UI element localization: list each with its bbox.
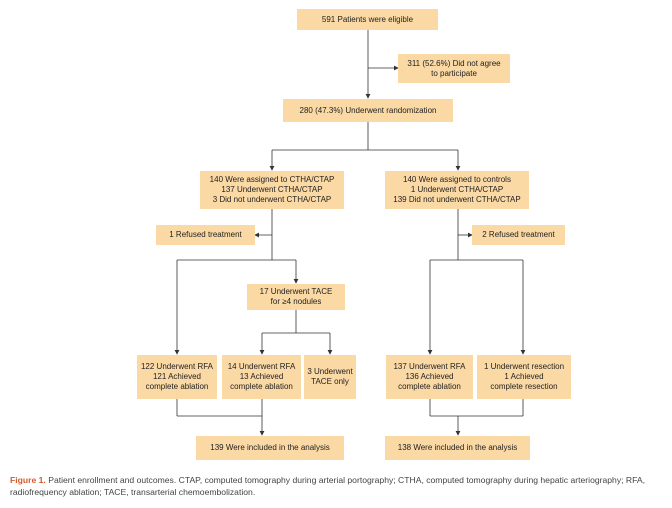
rfa-mid-box: 14 Underwent RFA 13 Achieved complete ab…	[222, 355, 301, 399]
resection-line-1: 1 Underwent resection	[483, 362, 565, 371]
ctha-arm-line-1: 140 Were assigned to CTHA/CTAP	[209, 175, 335, 184]
randomized-text: 280 (47.3%) Underwent randomization	[299, 105, 437, 115]
eligible-box: 591 Patients were eligible	[297, 9, 438, 30]
caption-label: Figure 1.	[10, 475, 46, 485]
control-arm-line-3: 139 Did not underwent CTHA/CTAP	[393, 195, 521, 204]
tace-only-line-2: TACE only	[311, 377, 349, 386]
refused-left-box: 1 Refused treatment	[156, 225, 255, 245]
caption-text: Patient enrollment and outcomes. CTAP, c…	[10, 475, 645, 497]
ctha-arm-box: 140 Were assigned to CTHA/CTAP 137 Under…	[200, 171, 344, 209]
control-arm-line-2: 1 Underwent CTHA/CTAP	[410, 185, 504, 194]
refused-left-text: 1 Refused treatment	[169, 230, 242, 239]
analysis-left-text: 139 Were included in the analysis	[210, 443, 330, 452]
rfa-right-line-1: 137 Underwent RFA	[393, 362, 466, 371]
refused-right-box: 2 Refused treatment	[472, 225, 565, 245]
randomized-box: 280 (47.3%) Underwent randomization	[283, 99, 453, 122]
analysis-right-box: 138 Were included in the analysis	[385, 436, 530, 460]
ctha-arm-line-3: 3 Did not underwent CTHA/CTAP	[212, 195, 332, 204]
declined-line-2: to participate	[431, 68, 477, 78]
ctha-arm-line-2: 137 Underwent CTHA/CTAP	[221, 185, 323, 194]
control-arm-line-1: 140 Were assigned to controls	[403, 175, 511, 184]
rfa-left-line-2: 121 Achieved	[152, 372, 202, 381]
analysis-left-box: 139 Were included in the analysis	[196, 436, 344, 460]
figure-caption: Figure 1. Patient enrollment and outcome…	[10, 474, 665, 498]
rfa-left-box: 122 Underwent RFA 121 Achieved complete …	[137, 355, 217, 399]
rfa-left-line-3: complete ablation	[145, 382, 209, 391]
tace-only-line-1: 3 Underwent	[307, 367, 353, 376]
tace-line-2: for ≥4 nodules	[270, 297, 322, 306]
tace-line-1: 17 Underwent TACE	[259, 287, 333, 296]
rfa-right-box: 137 Underwent RFA 136 Achieved complete …	[386, 355, 473, 399]
tace-only-box: 3 Underwent TACE only	[304, 355, 356, 399]
resection-box: 1 Underwent resection 1 Achieved complet…	[477, 355, 571, 399]
rfa-mid-line-2: 13 Achieved	[239, 372, 284, 381]
rfa-mid-line-1: 14 Underwent RFA	[227, 362, 296, 371]
rfa-left-line-1: 122 Underwent RFA	[140, 362, 214, 371]
declined-line-1: 311 (52.6%) Did not agree	[407, 58, 501, 68]
resection-line-3: complete resection	[490, 382, 558, 391]
resection-line-2: 1 Achieved	[504, 372, 544, 381]
refused-right-text: 2 Refused treatment	[482, 230, 555, 239]
control-arm-box: 140 Were assigned to controls 1 Underwen…	[385, 171, 529, 209]
eligible-text: 591 Patients were eligible	[321, 14, 414, 24]
rfa-right-line-3: complete ablation	[398, 382, 461, 391]
connector-lines	[174, 30, 526, 436]
tace-box: 17 Underwent TACE for ≥4 nodules	[247, 284, 345, 310]
rfa-right-line-2: 136 Achieved	[405, 372, 454, 381]
analysis-right-text: 138 Were included in the analysis	[397, 443, 518, 452]
rfa-mid-line-3: complete ablation	[230, 382, 293, 391]
declined-box: 311 (52.6%) Did not agree to participate	[398, 54, 510, 83]
